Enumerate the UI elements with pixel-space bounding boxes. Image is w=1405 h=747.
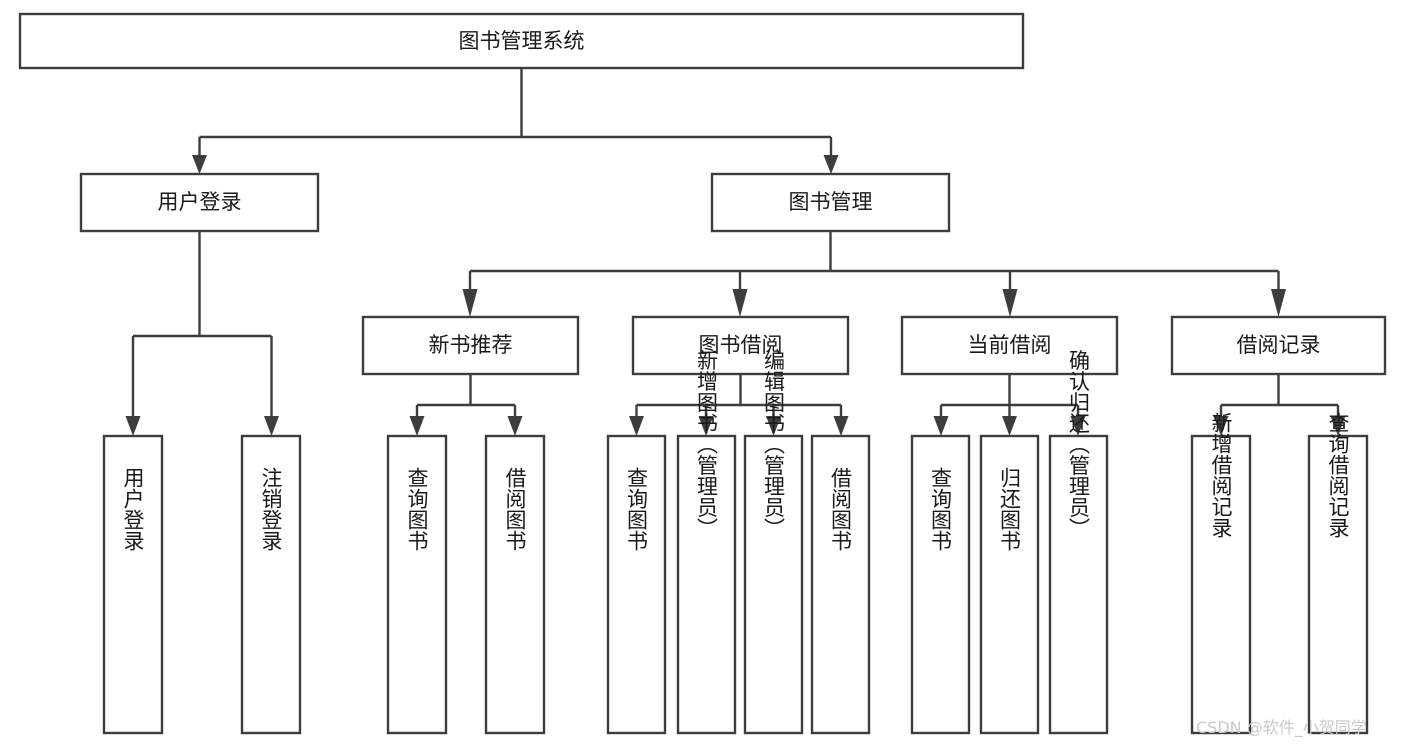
leaf-box[interactable]: [1048, 434, 1109, 735]
leaf-box[interactable]: [606, 434, 667, 735]
borrow-record-box[interactable]: [1170, 315, 1387, 376]
leaf-new-book-recommend-0[interactable]: 查询图书: [386, 434, 448, 735]
leaf-borrow-record-1[interactable]: 查询借阅记录: [1307, 412, 1369, 735]
connector-borrow-record-to-leaves: [1213, 374, 1346, 436]
new-book-recommend-label: 新书推荐: [429, 333, 513, 357]
leaf-current-borrow-0[interactable]: 查询图书: [910, 434, 971, 735]
leaf-label: 新增借阅记录: [1209, 412, 1233, 538]
leaf-label: 确认归还（管理员）: [1067, 350, 1091, 539]
leaf-box[interactable]: [1307, 434, 1369, 735]
node-book-borrow[interactable]: 图书借阅: [631, 315, 850, 376]
leaf-label: 借阅图书: [503, 467, 527, 551]
leaf-current-borrow-2[interactable]: 确认归还（管理员）: [1048, 350, 1109, 735]
leaf-label: 新增图书（管理员）: [695, 350, 719, 539]
node-borrow-record[interactable]: 借阅记录: [1170, 315, 1387, 376]
connector-current-borrow-to-leaves: [933, 374, 1086, 436]
leaf-user-login-0[interactable]: 用户登录: [102, 434, 164, 735]
leaf-label: 查询图书: [929, 467, 953, 551]
watermark: CSDN @软件_小贺同学: [1196, 718, 1367, 738]
book-management-label: 图书管理: [789, 190, 873, 214]
book-borrow-label: 图书借阅: [699, 333, 783, 357]
leaf-borrow-record-0[interactable]: 新增借阅记录: [1190, 412, 1252, 735]
new-book-recommend-box[interactable]: [361, 315, 580, 376]
leaf-box[interactable]: [743, 434, 804, 735]
connector-book-management-to-level3: [462, 231, 1286, 317]
leaf-user-login-1[interactable]: 注销登录: [240, 434, 302, 735]
leaf-book-borrow-2[interactable]: 编辑图书（管理员）: [743, 350, 804, 735]
leaf-box[interactable]: [810, 434, 871, 735]
leaf-box[interactable]: [676, 434, 737, 735]
leaf-label: 借阅图书: [829, 467, 853, 551]
node-book-management[interactable]: 图书管理: [710, 172, 951, 233]
leaf-book-borrow-1[interactable]: 新增图书（管理员）: [676, 350, 737, 735]
leaf-label: 查询图书: [625, 467, 649, 551]
leaf-current-borrow-1[interactable]: 归还图书: [979, 434, 1040, 735]
leaf-box[interactable]: [484, 434, 546, 735]
root-box[interactable]: [18, 12, 1025, 70]
leaf-box[interactable]: [386, 434, 448, 735]
leaf-box[interactable]: [1190, 434, 1252, 735]
current-borrow-label: 当前借阅: [968, 333, 1052, 357]
leaf-label: 归还图书: [998, 467, 1022, 551]
node-new-book-recommend[interactable]: 新书推荐: [361, 315, 580, 376]
node-user-login[interactable]: 用户登录: [79, 172, 320, 233]
leaf-label: 用户登录: [121, 467, 145, 551]
leaf-box[interactable]: [240, 434, 302, 735]
leaf-book-borrow-0[interactable]: 查询图书: [606, 434, 667, 735]
connector-book-borrow-to-leaves: [629, 374, 849, 436]
borrow-record-label: 借阅记录: [1237, 333, 1321, 357]
leaf-new-book-recommend-1[interactable]: 借阅图书: [484, 434, 546, 735]
connector-user-login-to-leaves: [125, 231, 279, 436]
leaf-label: 查询图书: [405, 467, 429, 551]
leaf-book-borrow-3[interactable]: 借阅图书: [810, 434, 871, 735]
leaf-box[interactable]: [102, 434, 164, 735]
leaf-label: 编辑图书（管理员）: [762, 350, 786, 539]
leaf-label: 查询借阅记录: [1326, 412, 1350, 538]
connector-new-book-recommend-to-leaves: [409, 374, 523, 436]
leaf-label: 注销登录: [259, 467, 283, 551]
root-label: 图书管理系统: [459, 29, 585, 53]
user-login-box[interactable]: [79, 172, 320, 233]
node-root[interactable]: 图书管理系统: [18, 12, 1025, 70]
leaf-box[interactable]: [910, 434, 971, 735]
connector-root-to-level2: [192, 68, 839, 174]
user-login-label: 用户登录: [158, 190, 242, 214]
leaf-box[interactable]: [979, 434, 1040, 735]
